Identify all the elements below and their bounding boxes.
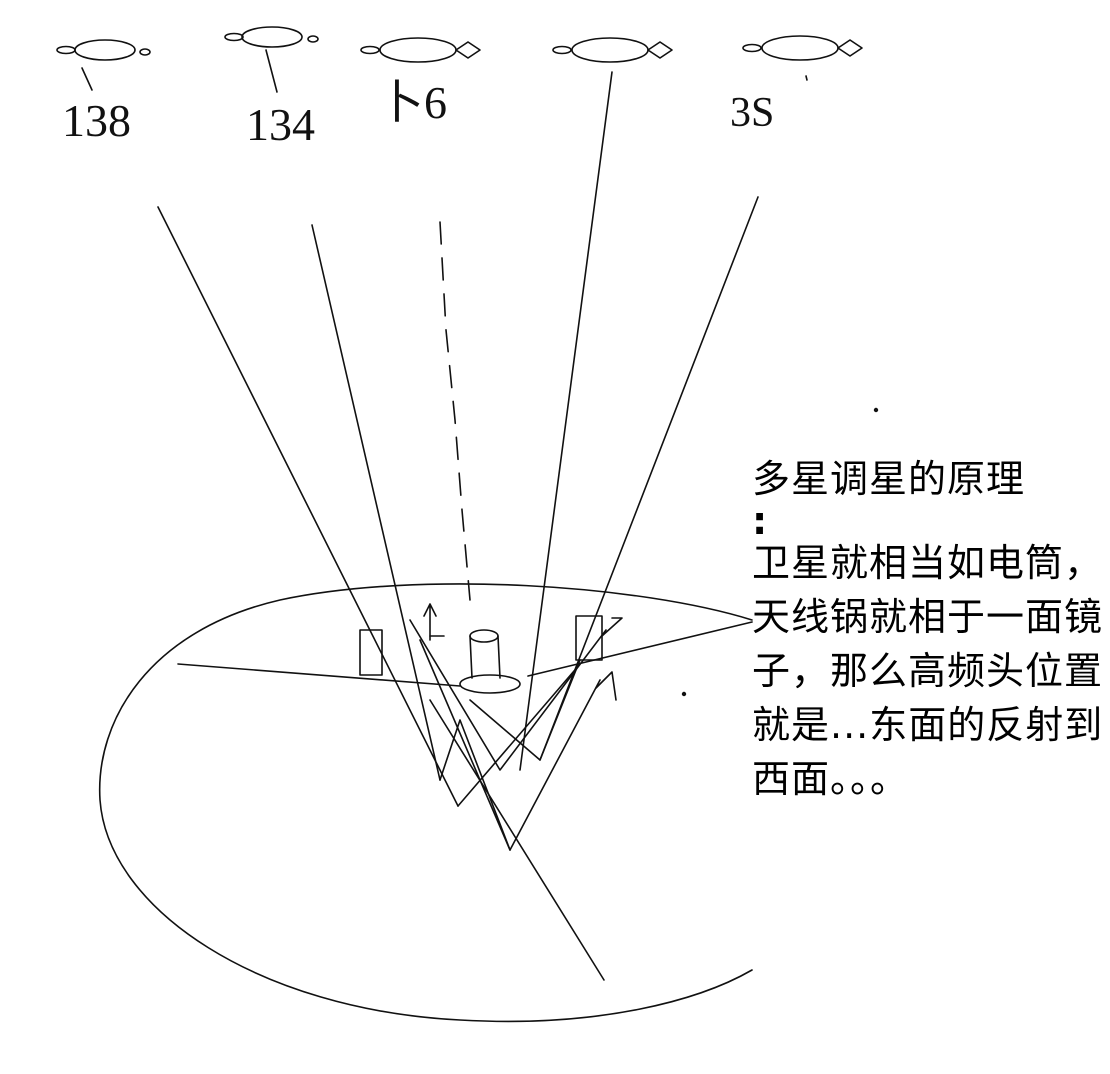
satellite-label-3s: 3S xyxy=(730,90,775,136)
satellite-right-icon xyxy=(552,37,673,63)
explanation-title: 多星调星的原理 xyxy=(752,457,1026,501)
beam-134 xyxy=(311,224,441,781)
stray-dot-1 xyxy=(873,407,879,413)
lnb-small-arrow xyxy=(595,671,617,701)
explanation-body: 卫星就相当如电筒，天线锅就相于一面镜子，那么高频头位置就是...东面的反射到西面… xyxy=(752,541,1104,801)
stray-dot-2 xyxy=(681,691,687,697)
satellite-label-134: 134 xyxy=(246,99,315,150)
dish-outline xyxy=(98,583,753,1023)
beam-mid-dashed xyxy=(439,221,471,601)
center-left-arrow xyxy=(423,603,437,641)
satellite-label-138: 138 xyxy=(62,95,131,146)
lnb-left-box xyxy=(359,629,383,676)
satellite-134-icon xyxy=(224,26,319,93)
reflection-ray-a xyxy=(457,663,581,807)
satellite-mid-icon xyxy=(360,37,481,63)
reflection-ray-b xyxy=(439,679,601,851)
lnb-right-box xyxy=(575,615,603,661)
reflection-ray-f xyxy=(409,619,607,771)
reflection-ray-e xyxy=(469,659,581,761)
reflection-ray-c xyxy=(419,639,511,851)
dish-chord-left xyxy=(177,663,461,687)
reflection-ray-d xyxy=(429,699,605,981)
dish-chord-right xyxy=(527,621,753,677)
satellite-138-icon xyxy=(56,39,151,91)
satellite-3s-icon xyxy=(742,35,863,81)
satellite-label-mid: 卜6 xyxy=(378,77,447,128)
lnb-right-arrow xyxy=(601,617,623,637)
beam-138 xyxy=(157,206,459,807)
beam-right xyxy=(519,71,613,771)
explanation-colon: : xyxy=(752,499,769,543)
beam-3s xyxy=(539,196,759,761)
center-feed-icon xyxy=(459,629,521,694)
explanation-block: 多星调星的原理 : 卫星就相当如电筒，天线锅就相于一面镜子，那么高频头位置就是.… xyxy=(752,452,1104,806)
